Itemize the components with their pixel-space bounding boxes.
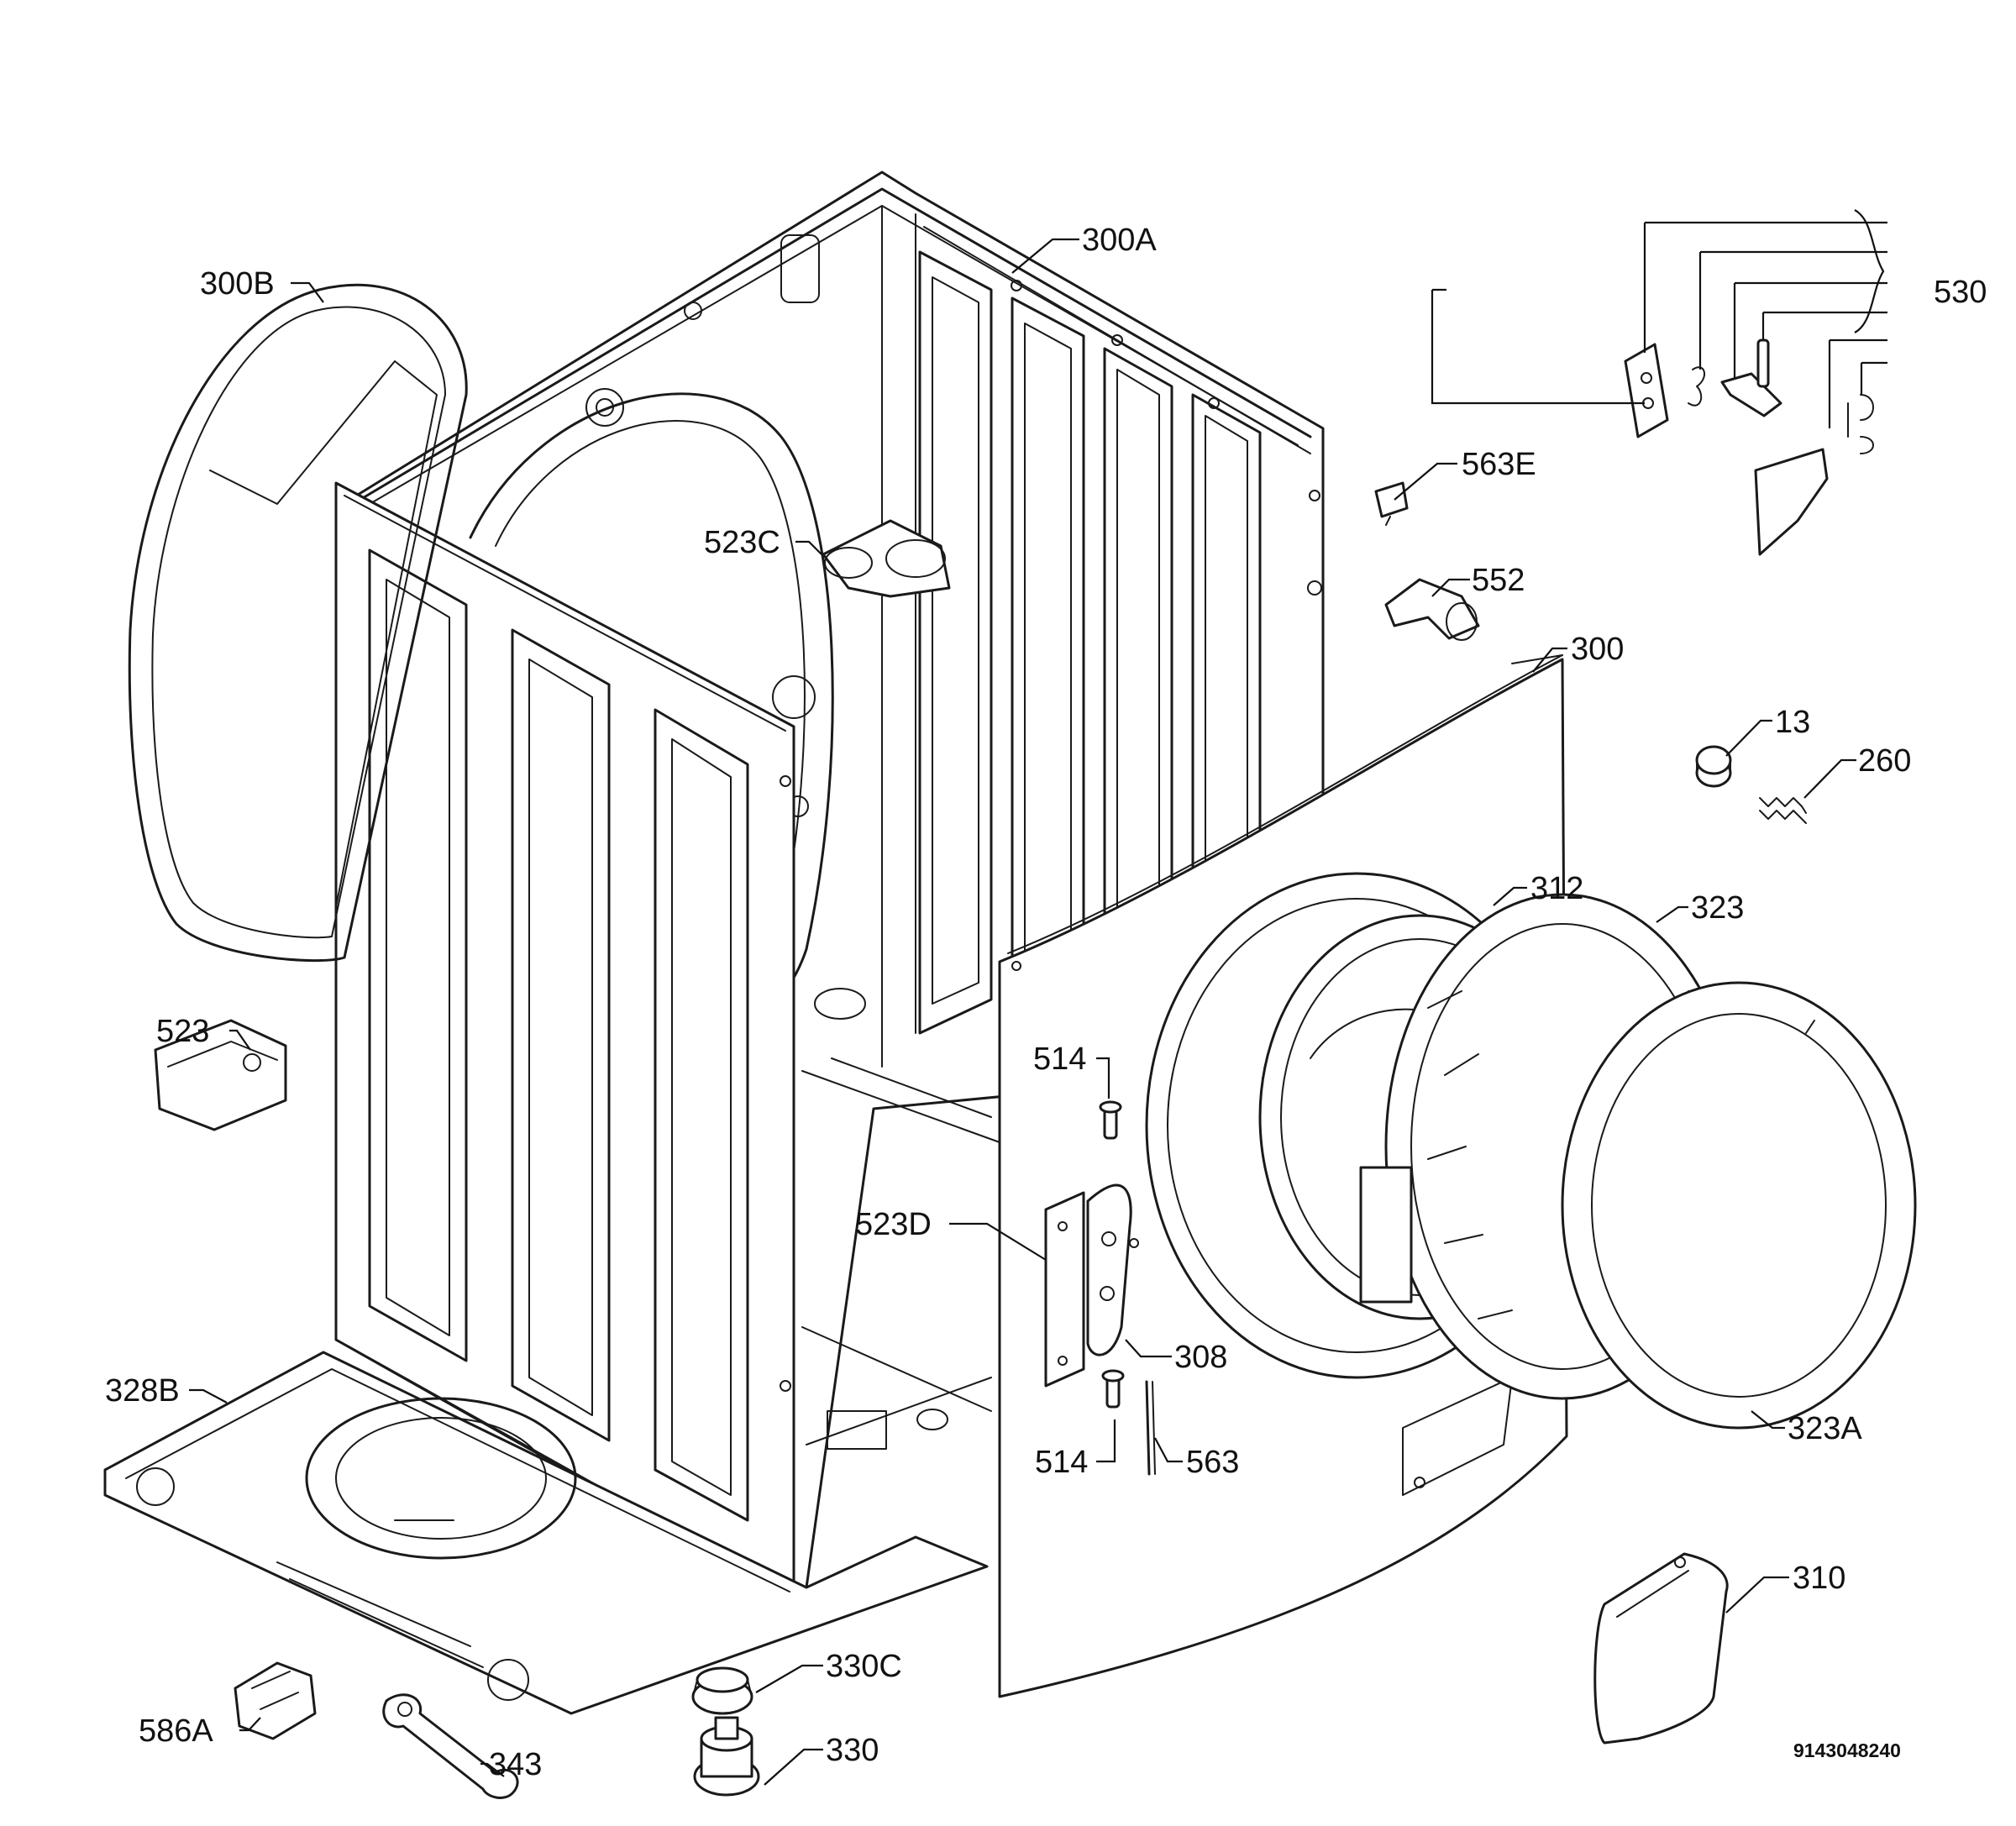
drawing-code: 9143048240 xyxy=(1793,1739,1901,1761)
kit-530-parts xyxy=(1624,338,1874,556)
callout-586A: 586A xyxy=(139,1713,213,1749)
callout-523: 523 xyxy=(156,1014,209,1049)
callout-323: 323 xyxy=(1691,890,1744,926)
clip-586A xyxy=(234,1661,317,1740)
base-328B xyxy=(103,1351,989,1715)
callout-308: 308 xyxy=(1174,1340,1227,1375)
callout-343: 343 xyxy=(489,1747,542,1782)
callout-300: 300 xyxy=(1571,632,1624,667)
callout-323A: 323A xyxy=(1788,1411,1862,1446)
pin-514-upper xyxy=(1099,1100,1122,1140)
callout-13: 13 xyxy=(1775,705,1810,740)
callout-310: 310 xyxy=(1793,1561,1845,1596)
callout-563E: 563E xyxy=(1462,447,1536,482)
bushing-13 xyxy=(1695,745,1732,788)
rod-563 xyxy=(1145,1380,1156,1476)
bracket-523 xyxy=(154,1019,287,1131)
callout-552: 552 xyxy=(1472,563,1525,598)
callout-330: 330 xyxy=(826,1733,879,1768)
side-panel xyxy=(334,481,795,1598)
callout-563: 563 xyxy=(1186,1445,1239,1480)
callout-523C: 523C xyxy=(704,525,780,560)
wrench-343 xyxy=(382,1693,519,1799)
callout-260: 260 xyxy=(1858,743,1911,779)
callout-330C: 330C xyxy=(826,1649,902,1684)
callout-312: 312 xyxy=(1530,871,1583,906)
callout-514-lower: 514 xyxy=(1035,1445,1088,1480)
rear-gasket-300B xyxy=(128,283,468,963)
callout-300B: 300B xyxy=(200,266,275,302)
latch-552 xyxy=(1384,578,1480,641)
callout-530: 530 xyxy=(1934,275,1987,310)
foot-330 xyxy=(693,1716,760,1797)
pin-514-lower xyxy=(1101,1369,1125,1409)
callout-523D: 523D xyxy=(855,1207,932,1242)
callout-300A: 300A xyxy=(1082,223,1157,258)
callout-328B: 328B xyxy=(105,1373,180,1409)
callout-514-upper: 514 xyxy=(1033,1042,1086,1077)
cover-310 xyxy=(1593,1552,1729,1745)
spring-260 xyxy=(1759,797,1807,824)
leader-lines xyxy=(189,209,1887,1786)
bracket-523C xyxy=(822,519,951,598)
sensor-563E xyxy=(1374,481,1409,526)
callout-labels: 300A 300B 530 563E 523C 552 300 13 260 3… xyxy=(105,223,1987,1782)
foot-330C xyxy=(691,1666,753,1715)
hinge-523D xyxy=(1044,1183,1132,1388)
door-outer-ring-323A xyxy=(1561,981,1917,1430)
